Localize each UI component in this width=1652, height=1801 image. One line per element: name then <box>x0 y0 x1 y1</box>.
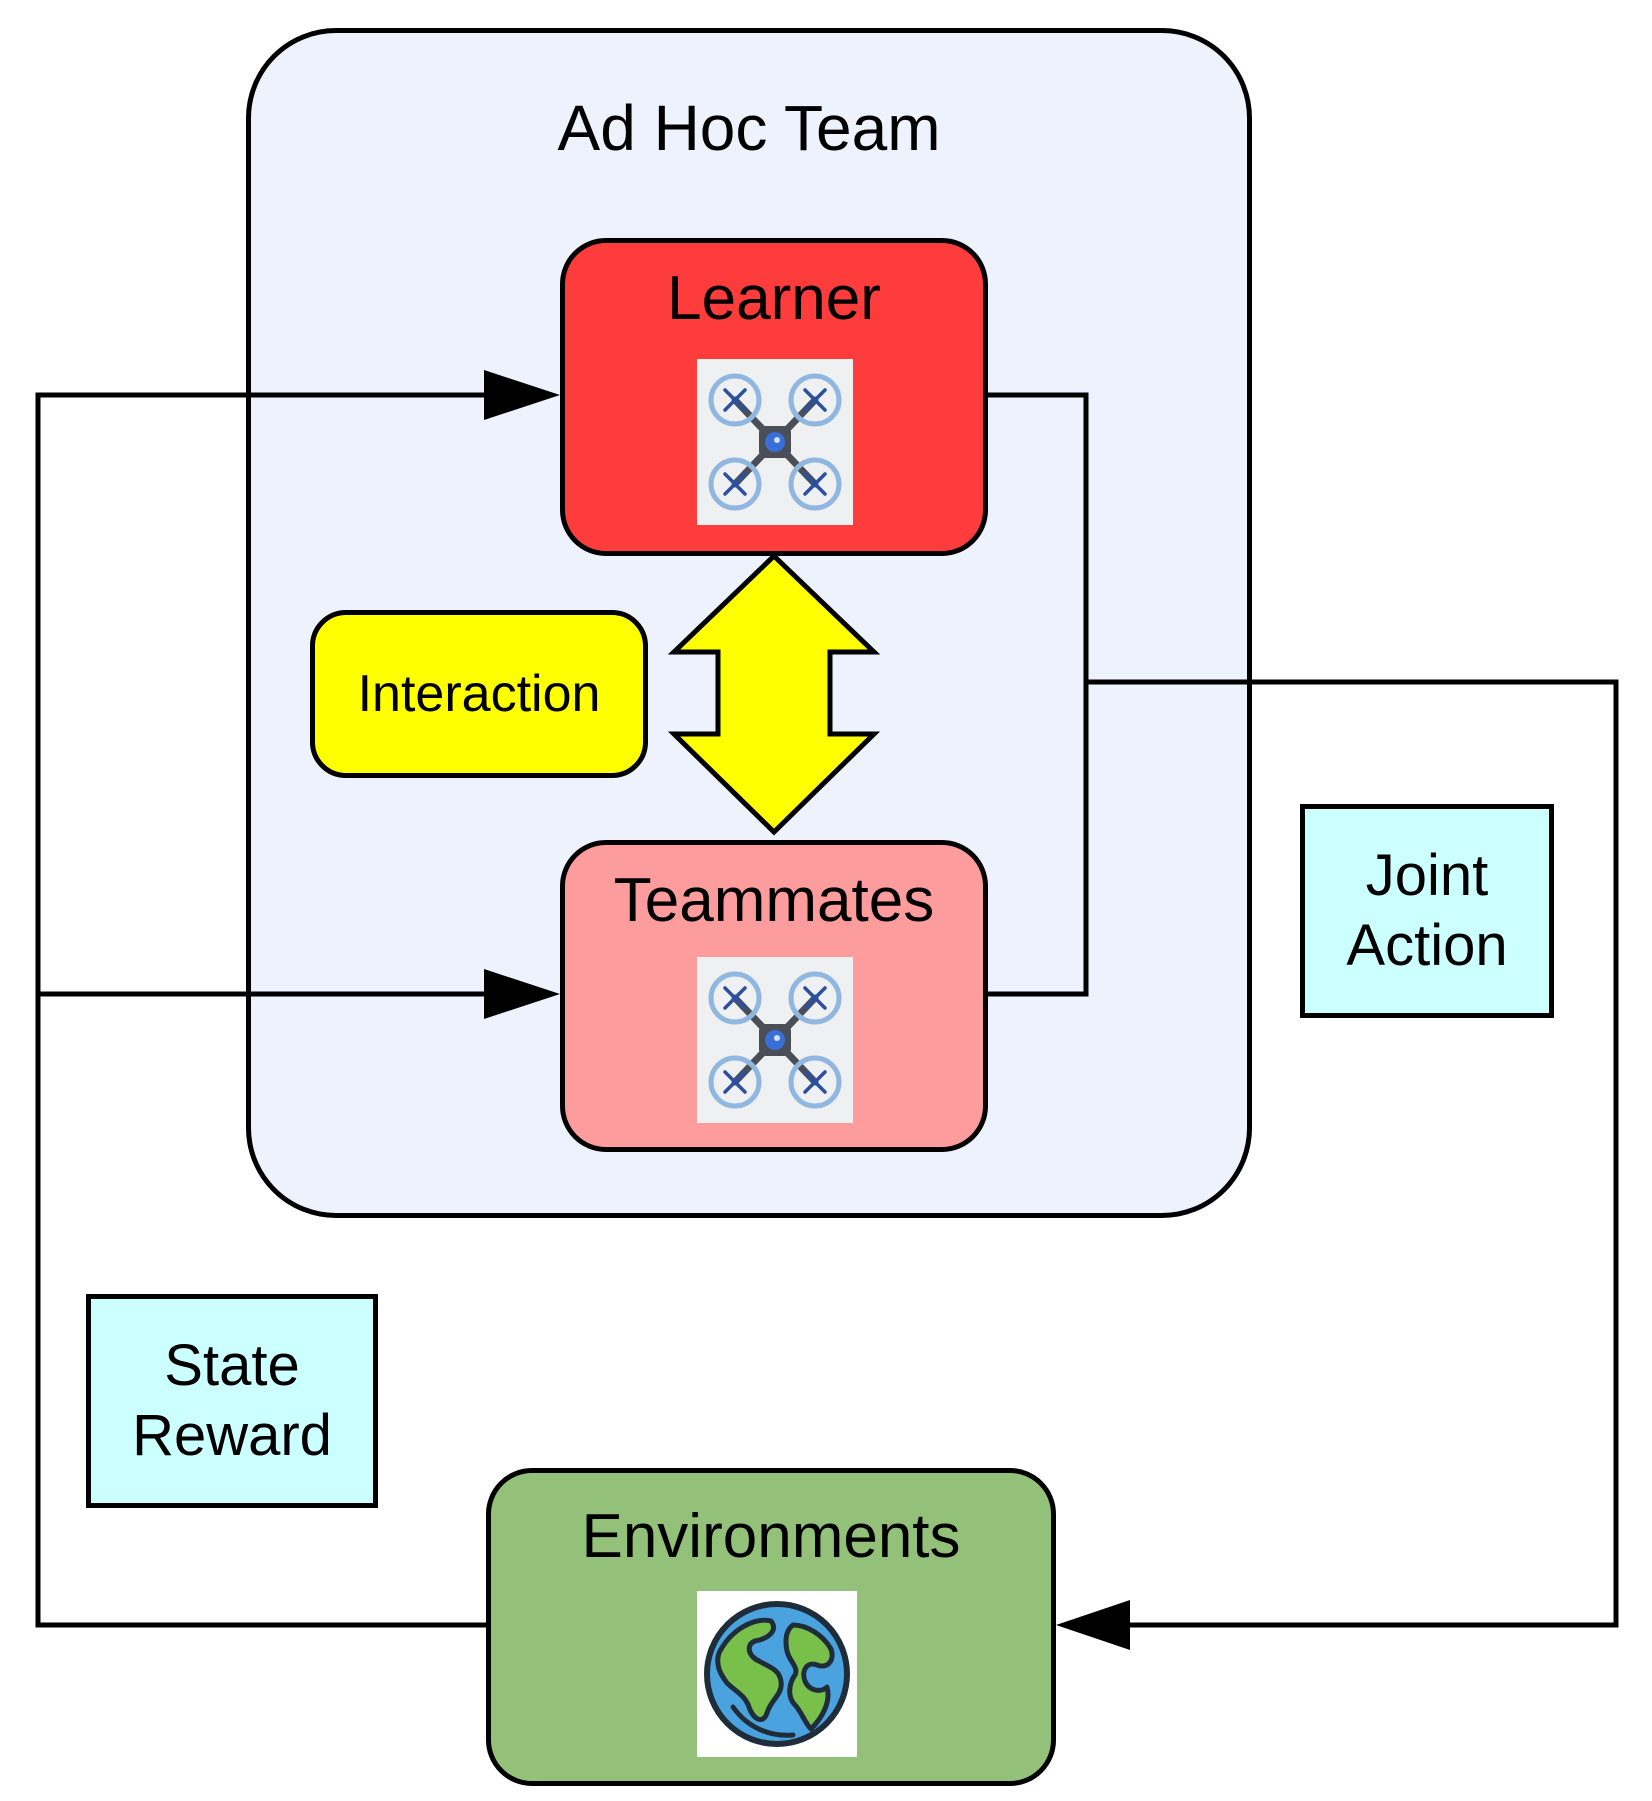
globe-icon <box>697 1591 857 1757</box>
teammates-node: Teammates <box>560 840 988 1152</box>
environment-node: Environments <box>486 1468 1056 1786</box>
interaction-double-arrow <box>667 552 881 836</box>
learner-title: Learner <box>667 264 881 333</box>
arrow-to-teammates <box>484 969 560 1019</box>
drone-icon <box>697 957 853 1123</box>
learner-output-line <box>988 392 1089 997</box>
arrow-to-environment <box>1056 1600 1130 1650</box>
interaction-label: Interaction <box>357 665 601 723</box>
team-title: Ad Hoc Team <box>557 92 941 164</box>
interaction-box: Interaction <box>310 610 648 778</box>
state-feedback-line <box>35 392 486 1628</box>
drone-icon <box>697 359 853 525</box>
learner-node: Learner <box>560 238 988 556</box>
joint-action-box: Joint Action <box>1300 804 1554 1018</box>
state-reward-line2: Reward <box>132 1403 332 1468</box>
teammates-title: Teammates <box>613 866 935 935</box>
joint-action-line1: Joint <box>1365 843 1489 909</box>
joint-action-line2: Action <box>1346 913 1508 978</box>
joint-action-line <box>1086 679 1619 1628</box>
state-reward-line1: State <box>164 1333 300 1399</box>
environment-title: Environments <box>581 1502 961 1571</box>
state-reward-box: State Reward <box>86 1294 378 1508</box>
arrow-to-learner <box>484 370 560 420</box>
